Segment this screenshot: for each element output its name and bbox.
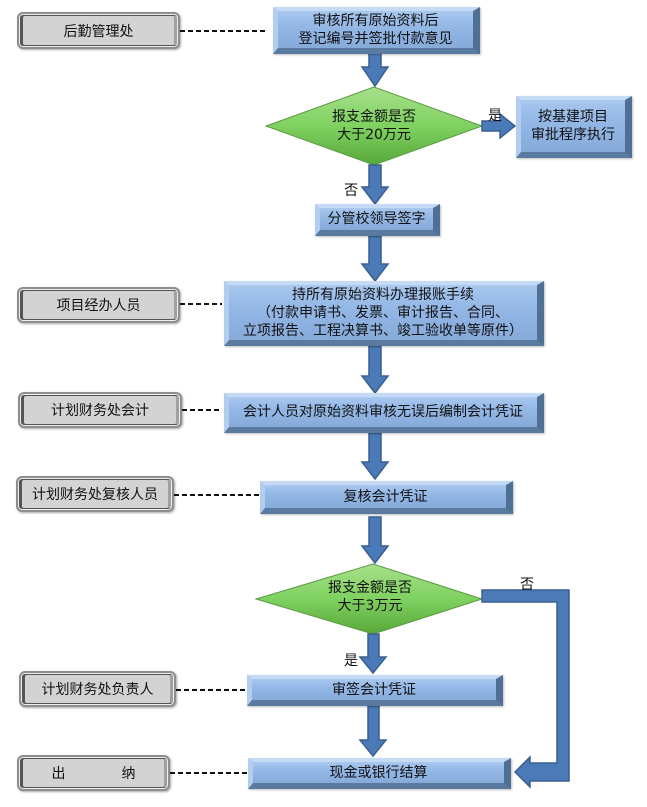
- role-cashier-label-2: 纳: [121, 766, 136, 782]
- role-finance-reviewer-label: 计划财务处复核人员: [32, 487, 158, 503]
- step-recheck-voucher-line-1: 复核会计凭证: [343, 488, 428, 505]
- step-capital-project-line-2: 审批程序执行: [531, 127, 615, 143]
- edge-label-d3-yes: 是: [344, 653, 358, 669]
- arrow-right-yes: [481, 112, 517, 140]
- step-make-voucher-line-1: 会计人员对原始资料审核无误后编制会计凭证: [243, 404, 523, 420]
- decision-20w-line-2: 大于20万元: [337, 127, 411, 143]
- step-capital-project-line-1: 按基建项目: [538, 109, 608, 125]
- step-reimburse: 持所有原始资料办理报账手续 （付款申请书、发票、审计报告、合同、 立项报告、工程…: [224, 281, 544, 346]
- arrow-down-3: [360, 235, 390, 283]
- decision-3w-line-1: 报支金额是否: [328, 580, 412, 596]
- step-reimburse-line-2: （付款申请书、发票、审计报告、合同、: [257, 304, 509, 321]
- step-approve-voucher-line-1: 审签会计凭证: [332, 681, 416, 698]
- decision-3w-line-2: 大于3万元: [337, 598, 403, 614]
- step-make-voucher: 会计人员对原始资料审核无误后编制会计凭证: [224, 393, 544, 433]
- arrow-down-4: [360, 345, 390, 395]
- step-reimburse-line-3: 立项报告、工程决算书、竣工验收单等原件）: [243, 322, 523, 339]
- role-finance-reviewer: 计划财务处复核人员: [16, 476, 174, 512]
- arrow-down-5: [360, 432, 390, 481]
- arrow-bypass-no: [481, 589, 570, 789]
- step-review-register-line-2: 登记编号并签批付款意见: [298, 30, 453, 47]
- step-reimburse-line-1: 持所有原始资料办理报账手续: [292, 286, 474, 303]
- decision-3w-text: 报支金额是否 大于3万元: [328, 579, 412, 615]
- step-review-register: 审核所有原始资料后 登记编号并签批付款意见: [273, 7, 480, 54]
- role-finance-accountant: 计划财务处会计: [18, 392, 182, 428]
- step-settlement: 现金或银行结算: [248, 758, 511, 789]
- step-approve-voucher: 审签会计凭证: [247, 675, 503, 706]
- role-finance-head-label: 计划财务处负责人: [41, 682, 154, 698]
- step-settlement-line-1: 现金或银行结算: [329, 764, 428, 781]
- role-cashier: 出 纳: [17, 755, 170, 791]
- arrow-down-2: [360, 164, 390, 206]
- step-leader-sign: 分管校领导签字: [315, 204, 440, 236]
- decision-20w-line-1: 报支金额是否: [332, 109, 416, 125]
- step-capital-project: 按基建项目 审批程序执行: [516, 96, 632, 158]
- arrow-down-8: [358, 705, 388, 758]
- role-project-handler: 项目经办人员: [17, 287, 180, 323]
- step-review-register-line-1: 审核所有原始资料后: [312, 12, 439, 29]
- step-leader-sign-line-1: 分管校领导签字: [327, 211, 426, 227]
- role-finance-head: 计划财务处负责人: [19, 671, 176, 707]
- role-project-handler-label: 项目经办人员: [56, 298, 141, 314]
- arrow-down-1: [360, 51, 390, 88]
- edge-label-d20-no: 否: [344, 183, 358, 199]
- edge-label-d20-yes: 是: [488, 108, 502, 124]
- arrow-down-7: [358, 633, 388, 675]
- decision-20w-text: 报支金额是否 大于20万元: [332, 108, 416, 144]
- arrow-down-6: [360, 516, 390, 565]
- role-logistics: 后勤管理处: [17, 12, 180, 49]
- edge-label-d3-no: 否: [520, 577, 534, 593]
- role-finance-accountant-label: 计划财务处会计: [51, 403, 149, 419]
- role-cashier-label-1: 出: [51, 766, 66, 782]
- role-logistics-label: 后勤管理处: [63, 23, 134, 40]
- step-recheck-voucher: 复核会计凭证: [260, 481, 513, 514]
